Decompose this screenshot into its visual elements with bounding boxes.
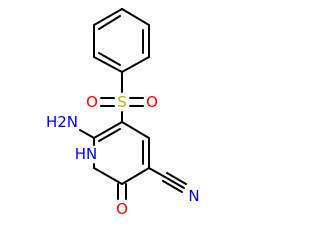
sulfur-atom: S: [117, 93, 127, 111]
bond: [121, 56, 150, 73]
bond: [121, 167, 150, 185]
bond: [166, 172, 187, 185]
bond: [93, 8, 123, 26]
bond: [162, 180, 183, 193]
bond: [98, 52, 121, 66]
sulfonyl-oxygen-left: O: [86, 93, 98, 111]
bond: [93, 121, 123, 139]
carbonyl-oxygen: O: [116, 200, 128, 218]
nitrile-nitrogen: N: [188, 187, 199, 205]
sulfonyl-oxygen-right: O: [146, 93, 158, 111]
bond: [93, 56, 123, 73]
bond: [98, 15, 121, 30]
bond: [79, 129, 95, 139]
structure-diagram: S O O H2N HN O N: [46, 8, 200, 218]
amine-group: H2N: [46, 113, 78, 131]
atom-labels: S O O H2N HN O N: [46, 93, 200, 218]
bonds: [79, 8, 187, 200]
bond: [98, 128, 121, 142]
ring-nh: HN: [75, 145, 98, 163]
bond: [164, 176, 185, 189]
bond: [121, 8, 150, 26]
bond: [121, 121, 150, 139]
bond: [148, 167, 166, 178]
bond: [93, 167, 123, 185]
